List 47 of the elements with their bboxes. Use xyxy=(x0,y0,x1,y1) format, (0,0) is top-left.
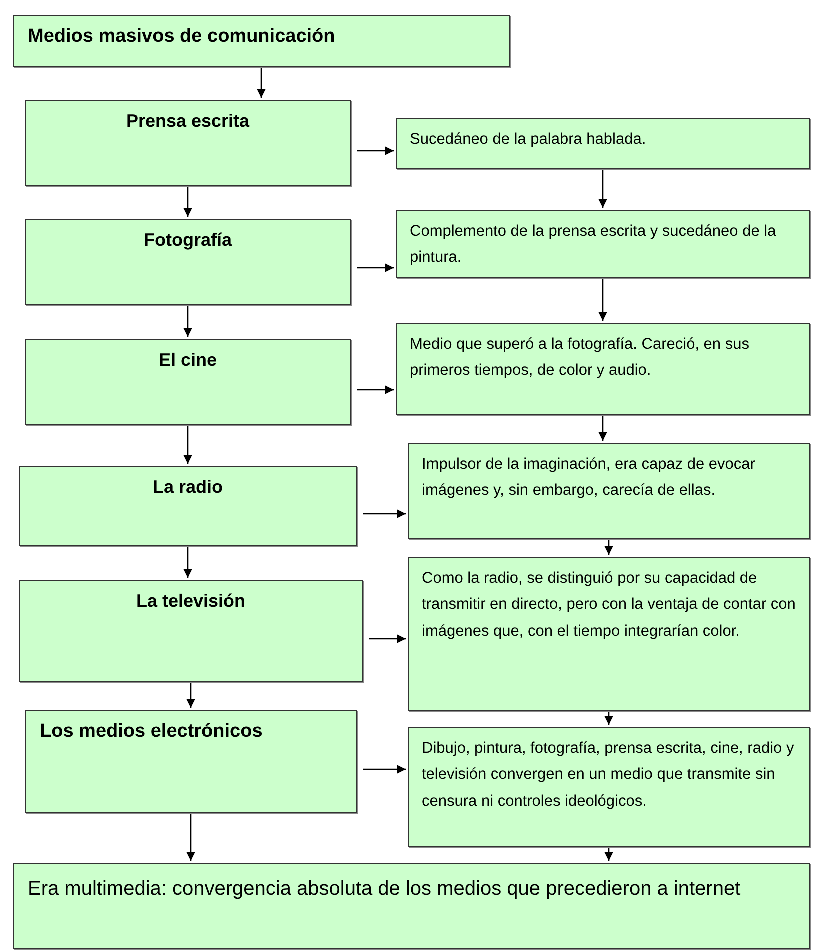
process-box xyxy=(25,710,357,813)
box-text: El cine xyxy=(158,350,218,372)
arrow xyxy=(186,813,196,861)
box-text: Complemento de la prensa escrita y sucedáneo de la pintura. xyxy=(410,222,778,268)
arrow xyxy=(369,634,406,644)
box-text: Sucedáneo de la palabra hablada. xyxy=(410,130,648,150)
arrow xyxy=(604,847,614,861)
text-box xyxy=(408,443,810,539)
arrow xyxy=(363,509,406,519)
process-box xyxy=(19,466,357,546)
box-text: Impulsor de la imaginación, era capaz de evocar imágenes y, sin embargo, carecía de ellas. xyxy=(422,455,756,502)
text-box xyxy=(408,727,810,847)
arrow xyxy=(183,186,193,217)
arrow xyxy=(598,278,608,321)
box-text: Medios masivos de comunicación xyxy=(28,26,336,49)
box-text: Prensa escrita xyxy=(125,111,251,133)
arrow xyxy=(604,711,614,725)
text-box xyxy=(396,210,810,278)
box-text: La televisión xyxy=(135,591,247,613)
box-text: Como la radio, se distinguió por su capacidad de transmitir en directo, pero con la ventaja de contar con imágenes que, con el tiempo integrarían color. xyxy=(422,569,796,642)
process-box xyxy=(25,100,351,186)
arrow xyxy=(604,539,614,555)
box-text: Los medios electrónicos xyxy=(40,720,264,744)
arrow xyxy=(357,385,394,395)
arrow xyxy=(183,305,193,337)
arrow xyxy=(363,764,406,774)
arrow xyxy=(357,146,394,156)
process-box xyxy=(25,219,351,305)
text-box xyxy=(13,863,810,949)
arrow xyxy=(186,682,196,708)
text-box xyxy=(13,15,510,67)
box-text: Era multimedia: convergencia absoluta de los medios que precedieron a internet xyxy=(28,877,742,902)
box-text: Fotografía xyxy=(143,230,234,252)
arrow xyxy=(256,67,266,98)
arrow xyxy=(183,425,193,464)
arrow xyxy=(183,546,193,578)
box-text: Medio que superó a la fotografía. Careció, en sus primeros tiempos, de color y audio. xyxy=(410,335,750,382)
text-box xyxy=(396,323,810,415)
box-text: La radio xyxy=(152,477,224,499)
box-text: Dibujo, pintura, fotografía, prensa escrita, cine, radio y televisión convergen en un medio que transmite sin censura ni controles ideológicos. xyxy=(422,739,796,812)
arrow xyxy=(598,169,608,208)
arrow xyxy=(598,415,608,441)
text-box xyxy=(408,557,810,711)
text-box xyxy=(396,118,810,169)
process-box xyxy=(25,339,351,425)
arrow xyxy=(357,263,394,273)
process-box xyxy=(19,580,363,682)
